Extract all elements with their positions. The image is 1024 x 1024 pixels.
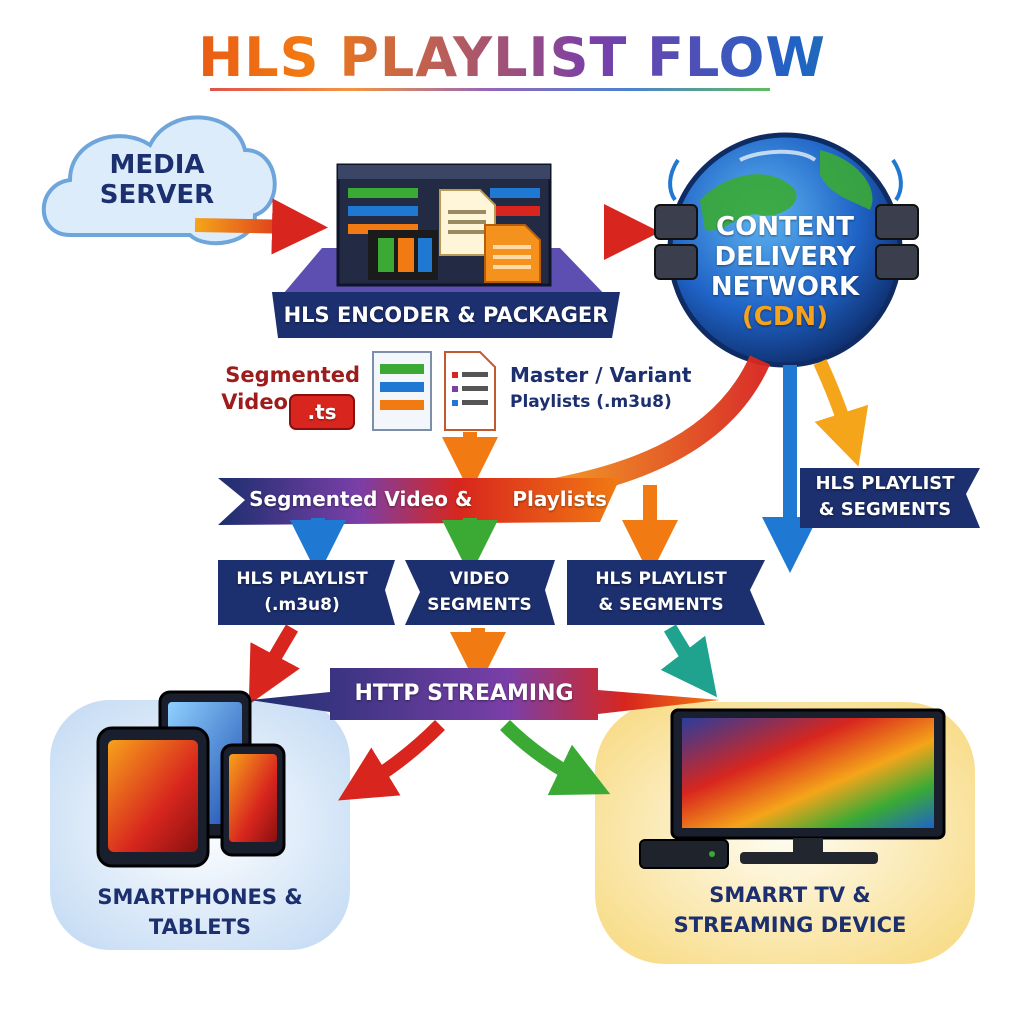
segmented-video-line-1: Segmented xyxy=(225,363,360,387)
document-icon xyxy=(439,189,541,283)
video-segments-line-2: SEGMENTS xyxy=(427,595,532,615)
smartphones-label: SMARTPHONES & TABLETS xyxy=(60,882,340,942)
smartphones-line-1: SMARTPHONES & xyxy=(97,885,303,909)
segmented-video-label: Segmented Video xyxy=(220,362,360,416)
smartphone-icon xyxy=(96,726,210,868)
cdn-output-label: HLS PLAYLIST & SEGMENTS xyxy=(800,471,970,523)
smartphones-line-2: TABLETS xyxy=(148,915,252,939)
segmented-banner xyxy=(218,478,620,525)
hls-segments-line-1: HLS PLAYLIST xyxy=(595,569,727,589)
cdn-output-ribbon xyxy=(800,468,980,528)
hls-segments-line-2: & SEGMENTS xyxy=(598,595,724,615)
http-streaming-label: HTTP STREAMING xyxy=(354,681,574,706)
cdn-output-line-2: & SEGMENTS xyxy=(818,499,952,520)
hls-playlist-line-2: (.m3u8) xyxy=(264,595,340,615)
set-top-box-icon xyxy=(639,839,729,869)
diagram-title: HLS PLAYLIST FLOW xyxy=(0,26,1024,90)
television-icon xyxy=(670,708,946,864)
master-playlists-label: Master / Variant Playlists (.m3u8) xyxy=(510,362,692,416)
smartphone-icon xyxy=(220,743,286,857)
smart-tv-label: SMARRT TV & STREAMING DEVICE xyxy=(620,880,960,940)
video-segments-ribbon xyxy=(405,560,555,625)
segmented-video-line-2: Video xyxy=(221,390,288,414)
server-rack-icon xyxy=(654,204,919,280)
smart-tv-line-2: STREAMING DEVICE xyxy=(673,913,907,937)
title-underline xyxy=(210,88,770,91)
ts-badge-label: .ts xyxy=(307,400,337,424)
cdn-line-4: (CDN) xyxy=(741,302,829,332)
encoder-label: HLS ENCODER & PACKAGER xyxy=(283,303,609,327)
media-server-line-2: SERVER xyxy=(99,180,215,210)
smart-tv-line-1: SMARRT TV & xyxy=(709,883,871,907)
cdn-line-1: CONTENT xyxy=(716,212,854,242)
cdn-output-line-1: HLS PLAYLIST xyxy=(815,473,955,494)
hls-playlist-label: HLS PLAYLIST (.m3u8) xyxy=(218,566,386,618)
cdn-line-3: NETWORK xyxy=(710,272,860,302)
master-playlists-line-1: Master / Variant xyxy=(510,363,692,387)
cdn-line-2: DELIVERY xyxy=(714,242,856,272)
film-strip-icon xyxy=(368,230,438,280)
cdn-label: CONTENT DELIVERY NETWORK (CDN) xyxy=(690,212,880,332)
media-server-label: MEDIA SERVER xyxy=(82,150,232,210)
media-server-line-1: MEDIA xyxy=(109,150,205,180)
video-segments-label: VIDEO SEGMENTS xyxy=(412,566,547,618)
document-icon xyxy=(372,351,496,431)
master-playlists-line-2: Playlists (.m3u8) xyxy=(510,392,672,412)
http-streaming-banner xyxy=(250,668,720,720)
hls-playlist-line-1: HLS PLAYLIST xyxy=(236,569,368,589)
banner-segmented-line-2: Playlists xyxy=(512,487,607,511)
hls-segments-ribbon xyxy=(567,560,765,625)
banner-segmented-label: Segmented Video & Playlists xyxy=(248,485,608,513)
banner-segmented-line-1: Segmented Video & xyxy=(249,487,473,511)
ts-badge xyxy=(289,394,355,430)
hls-segments-label: HLS PLAYLIST & SEGMENTS xyxy=(567,566,755,618)
hls-playlist-ribbon xyxy=(218,560,395,625)
video-segments-line-1: VIDEO xyxy=(449,569,510,589)
